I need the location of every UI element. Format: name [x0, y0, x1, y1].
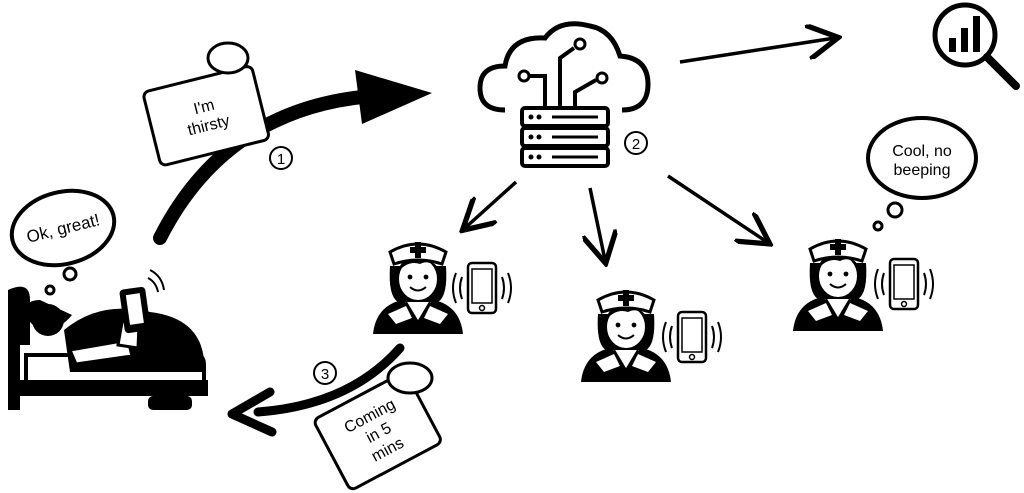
notify-arrow-nurse-2 — [590, 187, 605, 260]
nurse-thought-line2: beeping — [894, 162, 951, 179]
request-note-card: I'm thirsty — [142, 65, 270, 167]
nurse-thought-line1: Cool, no — [892, 143, 952, 160]
step-2-badge: 2 — [624, 131, 648, 155]
cloud-server-icon — [477, 21, 651, 168]
response-note-card: Coming in 5 mins — [313, 371, 442, 491]
request-note-bubble — [206, 41, 250, 75]
analytics-magnifier-icon — [932, 2, 1020, 90]
step-2-label: 2 — [632, 136, 640, 153]
patient-thought-bubble: Ok, great! — [9, 188, 117, 296]
patient-in-bed-icon — [8, 269, 208, 410]
request-text-line1: I'm — [192, 97, 216, 119]
step-3-badge: 3 — [313, 361, 337, 385]
notify-arrow-nurse-1 — [465, 180, 518, 228]
nurse-with-phone-icon — [371, 240, 513, 336]
step-1-badge: 1 — [269, 146, 293, 170]
nurse-with-phone-icon — [791, 237, 935, 333]
notify-arrow-nurse-3 — [667, 174, 767, 242]
response-note-bubble — [386, 361, 434, 395]
nurse-thought-bubble: Cool, no beeping — [866, 116, 978, 232]
response-arrow — [227, 343, 405, 437]
step-1-label: 1 — [277, 151, 285, 168]
analytics-arrow — [679, 38, 835, 64]
nurse-with-phone-icon — [579, 288, 723, 384]
step-3-label: 3 — [321, 366, 329, 383]
